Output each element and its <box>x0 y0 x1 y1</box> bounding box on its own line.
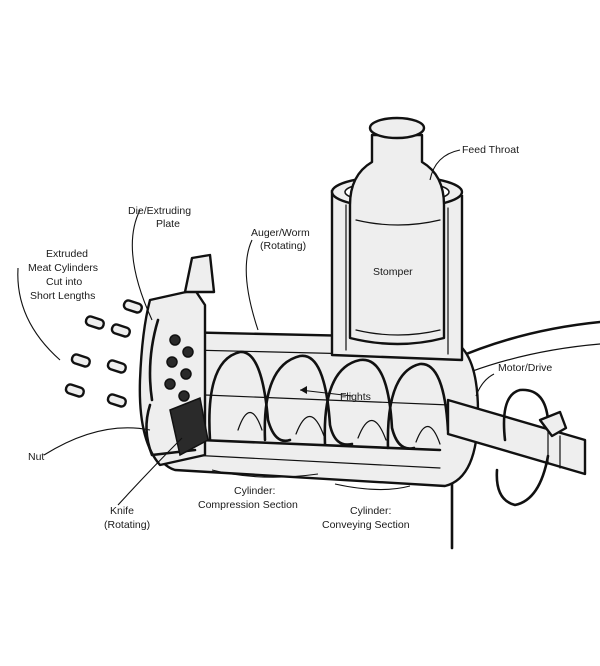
flights-pointer <box>299 386 353 397</box>
rotation-arrow <box>495 388 568 507</box>
meat-cylinder <box>106 359 127 374</box>
label-conveying-line1: Cylinder: <box>350 505 391 517</box>
leader-lines <box>17 149 495 506</box>
knife-leader <box>117 437 183 506</box>
motor-drive-leader <box>475 373 495 397</box>
extruded-meat-cylinders <box>64 299 143 408</box>
label-extruded-line1: Extruded <box>46 248 88 260</box>
label-conveying-line2: Conveying Section <box>322 519 410 531</box>
meat-cylinder <box>110 323 131 338</box>
label-extruded-line4: Short Lengths <box>30 290 95 302</box>
label-feed-throat: Feed Throat <box>462 144 519 156</box>
meat-cylinder <box>70 353 91 368</box>
auger-flights <box>204 350 451 450</box>
meat-cylinder <box>64 383 85 398</box>
label-motor-drive: Motor/Drive <box>498 362 552 374</box>
label-flights: Flights <box>340 391 371 403</box>
label-auger-line1: Auger/Worm <box>251 227 310 239</box>
label-stomper: Stomper <box>373 266 413 278</box>
compression-leader <box>211 469 319 478</box>
label-extruded-line2: Meat Cylinders <box>28 262 98 274</box>
meat-cylinder <box>122 299 143 314</box>
nut-leader <box>43 427 151 456</box>
auger-leader <box>245 239 259 331</box>
label-knife-line2: (Rotating) <box>104 519 150 531</box>
label-knife-line1: Knife <box>110 505 134 517</box>
conveying-leader <box>334 483 411 491</box>
label-die-plate-line1: Die/Extruding <box>128 205 191 217</box>
label-compression-line2: Compression Section <box>198 499 298 511</box>
extruded-leader <box>17 267 61 361</box>
die-plate-assembly <box>138 253 216 467</box>
meat-cylinder <box>106 393 127 408</box>
label-die-plate-line2: Plate <box>156 218 180 230</box>
feed-throat-leader <box>429 149 461 181</box>
label-compression-line1: Cylinder: <box>234 485 275 497</box>
label-nut: Nut <box>28 451 44 463</box>
stomper <box>348 116 446 346</box>
label-extruded-line3: Cut into <box>46 276 82 288</box>
label-auger-line2: (Rotating) <box>260 240 306 252</box>
meat-cylinder <box>84 315 105 330</box>
die-plate-leader <box>131 209 153 321</box>
